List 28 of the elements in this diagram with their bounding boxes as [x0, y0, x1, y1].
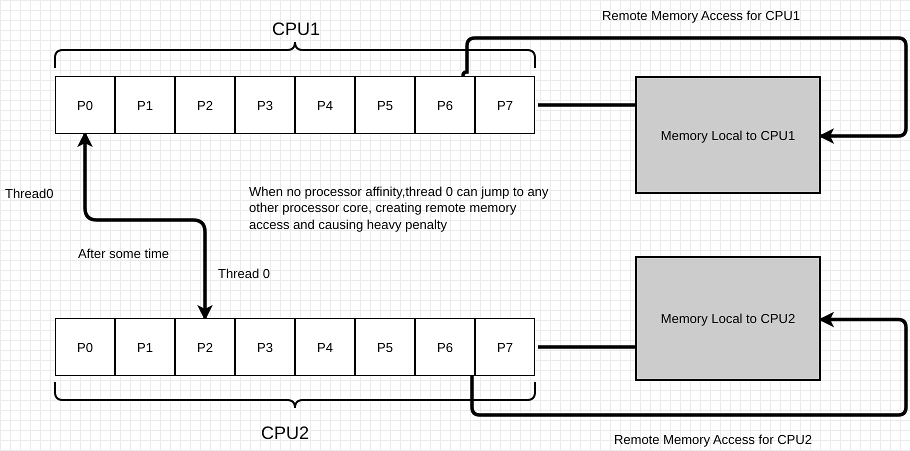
- processor-core-box: P5: [355, 318, 415, 376]
- arrow: [470, 312, 908, 417]
- edge-label: Remote Memory Access for CPU2: [614, 432, 812, 448]
- processor-core-box: P2: [175, 76, 235, 134]
- processor-core-box: P4: [295, 318, 355, 376]
- processor-core-box: P1: [115, 76, 175, 134]
- processor-core-box: P6: [415, 76, 475, 134]
- memory-box: Memory Local to CPU1: [635, 76, 821, 194]
- memory-box: Memory Local to CPU2: [635, 256, 821, 381]
- processor-core-box: P6: [415, 318, 475, 376]
- processor-core-box: P5: [355, 76, 415, 134]
- processor-core-box: P3: [235, 318, 295, 376]
- cpu-label: CPU2: [261, 422, 310, 444]
- note-text: After some time: [78, 246, 170, 262]
- processor-core-box: P0: [55, 76, 115, 134]
- processor-core-box: P7: [475, 318, 535, 376]
- thread-label: Thread 0: [218, 266, 270, 282]
- processor-core-box: P2: [175, 318, 235, 376]
- cpu-label: CPU1: [272, 18, 320, 40]
- processor-core-box: P4: [295, 76, 355, 134]
- arrow: [462, 36, 908, 144]
- note-text: When no processor affinity,thread 0 can jump to any other processor core, creating remote memory access and causing heavy penalty: [249, 184, 550, 233]
- processor-core-box: P3: [235, 76, 295, 134]
- processor-core-box: P0: [55, 318, 115, 376]
- processor-core-box: P1: [115, 318, 175, 376]
- thread-label: Thread0: [5, 186, 54, 202]
- edge-label: Remote Memory Access for CPU1: [602, 8, 800, 24]
- processor-core-box: P7: [475, 76, 535, 134]
